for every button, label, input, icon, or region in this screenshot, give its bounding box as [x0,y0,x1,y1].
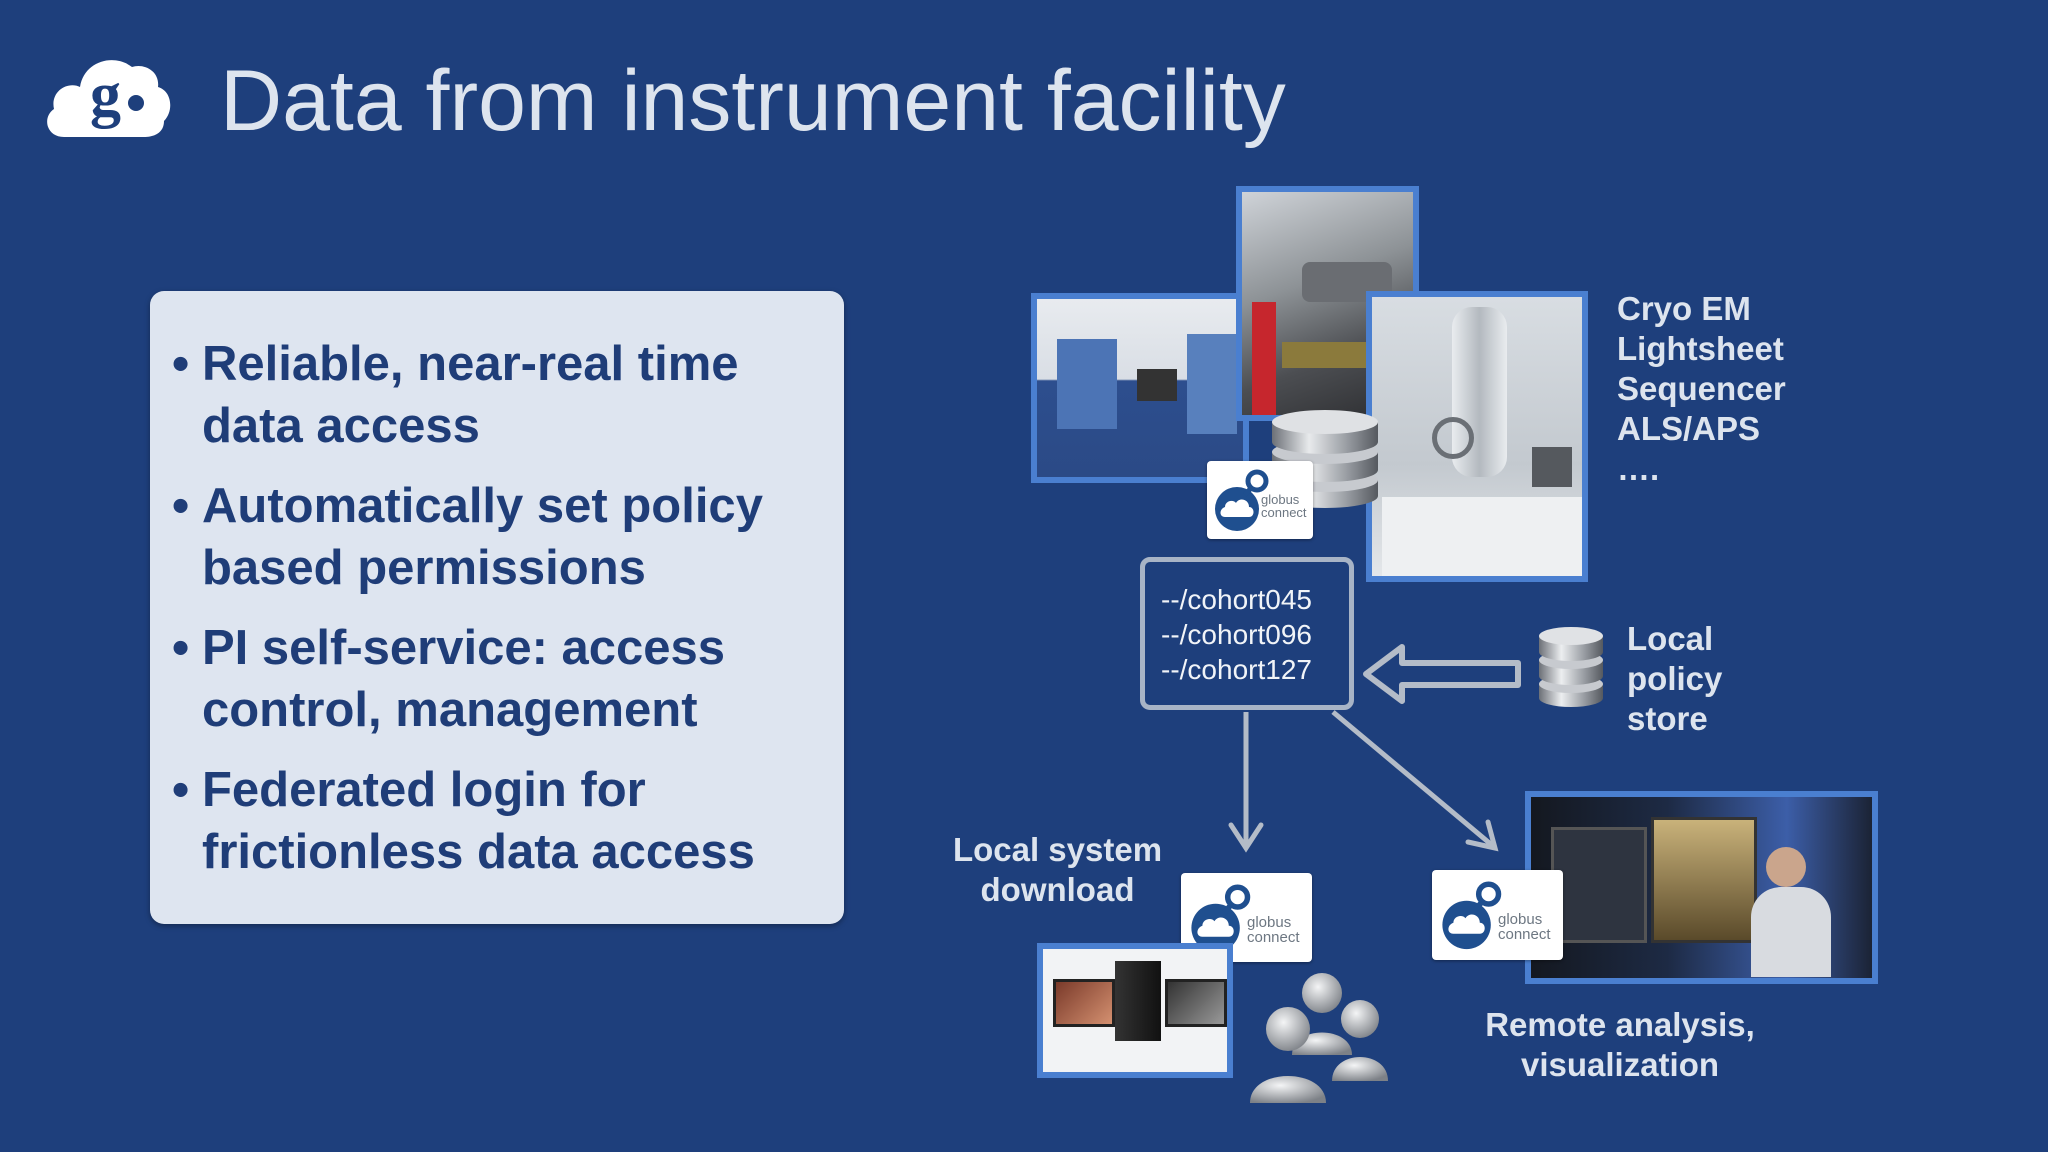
instrument-item: Cryo EM [1617,290,1751,327]
bullet-item: Reliable, near-real time data access [172,333,832,457]
globus-connect-text: globus connect [1247,914,1300,946]
globus-logo-icon: g [47,60,171,137]
globus-connect-badge: globus connect [1207,461,1313,539]
instrument-item: ALS/APS [1617,410,1761,447]
globus-connect-text: globus connect [1261,492,1307,520]
instrument-item: …. [1617,450,1660,487]
slide-title: Data from instrument facility [220,53,1286,149]
bullet-list: Reliable, near-real time data access Aut… [172,333,832,901]
globus-connect-badge: globus connect [1432,870,1563,960]
database-icon [1272,410,1378,508]
remote-arrow [1331,710,1495,848]
policy-arrow [1363,644,1521,704]
cohort-path: --/cohort045 [1161,584,1312,615]
cohort-path-box: --/cohort045 --/cohort096 --/cohort127 [1140,557,1354,710]
remote-analysis-label: Remote analysis, visualization [1485,1006,1755,1083]
globus-connect-icon [1215,469,1269,531]
users-icon [1250,973,1388,1103]
cryo-em-photo [1366,291,1588,582]
instrument-item: Sequencer [1617,370,1786,407]
cohort-path: --/cohort127 [1161,654,1312,685]
bullet-item: PI self-service: access control, managem… [172,617,832,741]
local-download-label: Local system download [952,831,1163,908]
workstation-photo [1037,943,1233,1078]
lab-photo [1031,293,1249,483]
database-icon [1539,627,1603,707]
remote-analysis-photo [1525,791,1878,984]
bullet-item: Federated login for frictionless data ac… [172,759,832,883]
globus-connect-icon [1191,884,1251,953]
cohort-path: --/cohort096 [1161,619,1312,650]
bullet-panel: Reliable, near-real time data access Aut… [150,291,844,924]
policy-store-label: Local policy store [1627,620,1723,737]
instrument-item: Lightsheet [1617,330,1784,367]
bullet-item: Automatically set policy based permissio… [172,475,832,599]
instrument-list: Cryo EM Lightsheet Sequencer ALS/APS …. [1617,289,1786,489]
svg-text:g: g [90,61,121,129]
globus-connect-icon [1442,881,1502,950]
globus-connect-text: globus connect [1498,911,1551,943]
